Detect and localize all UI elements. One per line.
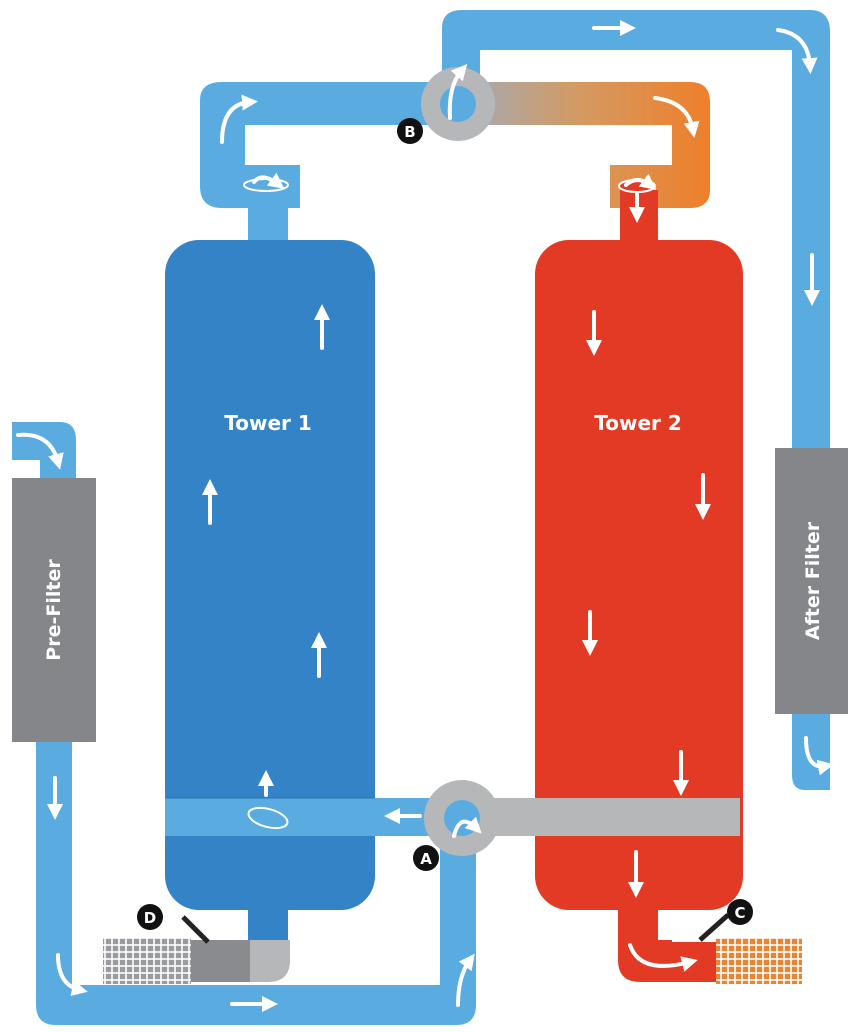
- muffler-c: [716, 938, 802, 984]
- tower1-label: Tower 1: [224, 411, 312, 435]
- tower2-label: Tower 2: [594, 411, 682, 435]
- badge-b-label: B: [404, 123, 415, 141]
- top-left-pipe: [200, 82, 440, 208]
- manifold-right: [490, 798, 740, 836]
- badge-a-label: A: [420, 850, 432, 868]
- muffler-d: [103, 938, 191, 984]
- badge-b: B: [397, 118, 423, 144]
- badge-d: D: [137, 904, 163, 930]
- flow-arrows: [16, 20, 834, 1012]
- badge-c-label: C: [734, 904, 745, 922]
- check-valve-manifold: [247, 806, 289, 830]
- badge-c: C: [727, 899, 753, 925]
- top-right-pipe: [470, 82, 710, 208]
- drain-elbow-left: [250, 940, 290, 982]
- badge-a: A: [413, 845, 439, 871]
- pre-filter: [12, 478, 96, 742]
- tower1-bottom-outlet: [248, 905, 288, 940]
- tower-1: [165, 240, 375, 910]
- muffler-pipe-d: [190, 940, 250, 982]
- badge-d-label: D: [144, 909, 156, 927]
- after-filter-outlet: [792, 712, 830, 790]
- tower-2: [535, 240, 743, 910]
- after-filter: [775, 448, 848, 714]
- pre-filter-label: Pre-Filter: [43, 559, 65, 661]
- bottom-pipe: [36, 740, 476, 1025]
- after-filter-label: After Filter: [802, 521, 824, 640]
- pre-filter-inlet: [12, 422, 76, 480]
